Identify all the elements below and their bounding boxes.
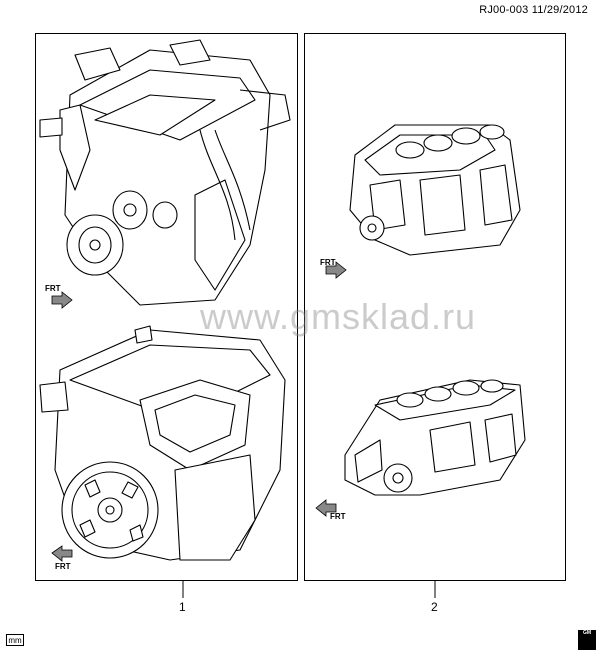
- diagram-header: RJ00-003 11/29/2012: [479, 4, 588, 16]
- mm-badge: mm: [6, 634, 24, 646]
- frt-label: FRT: [55, 562, 71, 571]
- callout-leaders: [182, 581, 436, 598]
- frt-arrow-icon: [325, 261, 347, 279]
- complete-engine-top-view: [39, 39, 291, 306]
- engine-block-top-view: [349, 124, 521, 256]
- gm-logo-text: GM: [582, 630, 592, 636]
- complete-engine-bottom-view: [39, 325, 286, 561]
- watermark: www.gmsklad.ru: [200, 296, 477, 337]
- callout-number-2: 2: [431, 600, 438, 614]
- frt-arrows: [51, 261, 347, 562]
- callout-number-1: 1: [179, 600, 186, 614]
- frt-label: FRT: [330, 512, 346, 521]
- engine-block-bottom-view: [344, 379, 526, 496]
- diagram-code: RJ00-003: [479, 4, 529, 16]
- gm-logo: GM: [578, 630, 596, 650]
- diagram-date: 11/29/2012: [531, 4, 588, 16]
- frt-arrow-icon: [51, 291, 73, 309]
- frt-arrow-icon: [51, 545, 73, 562]
- frt-label: FRT: [320, 258, 336, 267]
- frt-arrow-icon: [315, 499, 337, 517]
- frt-label: FRT: [45, 284, 61, 293]
